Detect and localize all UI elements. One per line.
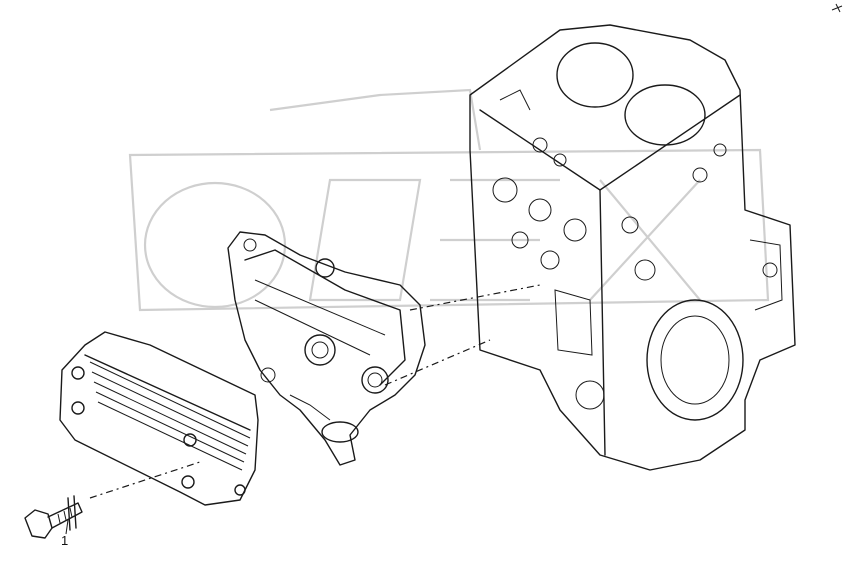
engine-block (469, 24, 796, 471)
corner-mark (831, 3, 843, 13)
watermark-logo (128, 88, 770, 312)
callout-label-1: 1 (61, 533, 69, 548)
callout-leader (65, 519, 69, 535)
oil-filter-housing (227, 231, 426, 466)
bolt (24, 495, 83, 539)
oil-cooler (59, 331, 259, 506)
assembly-lines (89, 284, 541, 499)
